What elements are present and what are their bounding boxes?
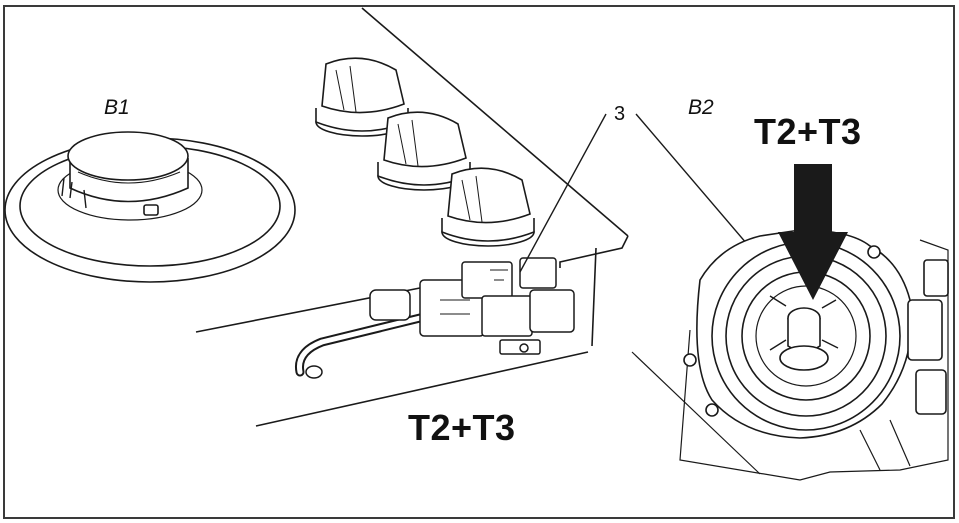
burner-b1-label: B1 [104,96,130,119]
burner-b2-label: B2 [688,96,714,119]
callout-3-label: 3 [614,103,626,125]
knob-2 [377,111,471,191]
knob-1 [315,57,409,137]
control-knobs [315,57,535,247]
knob-3 [441,167,535,247]
valve-assembly [294,257,575,379]
top-instruction-label: T2+T3 [754,111,862,152]
bottom-instruction-label: T2+T3 [408,407,516,448]
down-arrow [778,164,848,300]
burner-b2-detail [631,229,949,481]
frame-border [3,5,955,519]
burner-b1 [4,131,296,283]
